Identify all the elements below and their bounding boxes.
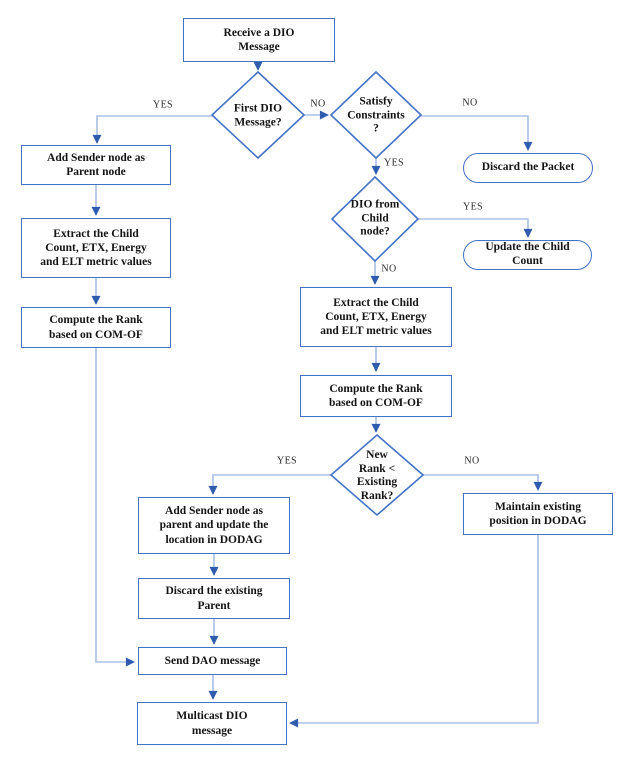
decision-first-dio-shape xyxy=(210,70,306,160)
node-update-child-count: Update the Child Count xyxy=(463,240,592,270)
node-compute-rank-left: Compute the Rank based on COM-OF xyxy=(21,307,171,348)
edge-label-child-no: NO xyxy=(381,263,397,275)
node-add-sender-as-parent: Add Sender node as Parent node xyxy=(21,145,171,185)
edge-satisfy-no xyxy=(421,115,533,151)
edge-label-first-yes: YES xyxy=(153,99,173,111)
edge-maintain-to-multicast xyxy=(289,535,539,728)
node-maintain-position: Maintain existing position in DODAG xyxy=(463,493,613,535)
node-send-dao-message: Send DAO message xyxy=(138,647,287,675)
decision-dio-from-child-label: DIO from Child node? xyxy=(350,198,400,238)
node-multicast-dio-message: Multicast DIO message xyxy=(137,702,287,745)
node-extract-metrics-left: Extract the Child Count, ETX, Energy and… xyxy=(21,218,171,278)
edge-label-child-yes: YES xyxy=(463,201,483,213)
edge-label-rank-no: NO xyxy=(464,455,480,467)
edge-rank-no xyxy=(423,474,543,491)
edge-label-rank-yes: YES xyxy=(277,455,297,467)
edge-rank-yes xyxy=(208,474,331,495)
node-receive-dio-message: Receive a DIO Message xyxy=(183,18,335,62)
edge-label-satisfy-no: NO xyxy=(462,97,478,109)
node-extract-metrics-mid: Extract the Child Count, ETX, Energy and… xyxy=(300,287,452,347)
node-discard-existing-parent: Discard the existing Parent xyxy=(138,578,290,619)
edge-child-yes xyxy=(418,218,533,238)
node-compute-rank-mid: Compute the Rank based on COM-OF xyxy=(300,375,452,417)
decision-satisfy-constraints-shape xyxy=(329,70,423,160)
node-discard-packet: Discard the Packet xyxy=(463,153,593,183)
decision-first-dio-label: First DIO Message? xyxy=(233,102,283,128)
edge-compute-left-to-send-dao xyxy=(95,348,135,667)
edge-first-dio-yes xyxy=(92,115,212,144)
decision-satisfy-constraints-label: Satisfy Constraints ? xyxy=(347,95,405,135)
decision-new-rank-label: New Rank < Existing Rank? xyxy=(356,448,398,502)
decision-dio-from-child-shape xyxy=(330,175,420,263)
edge-label-first-no: NO xyxy=(310,98,326,110)
edge-label-satisfy-yes: YES xyxy=(384,157,404,169)
decision-new-rank-shape xyxy=(329,433,425,517)
node-add-sender-update-dodag: Add Sender node as parent and update the… xyxy=(138,497,290,554)
